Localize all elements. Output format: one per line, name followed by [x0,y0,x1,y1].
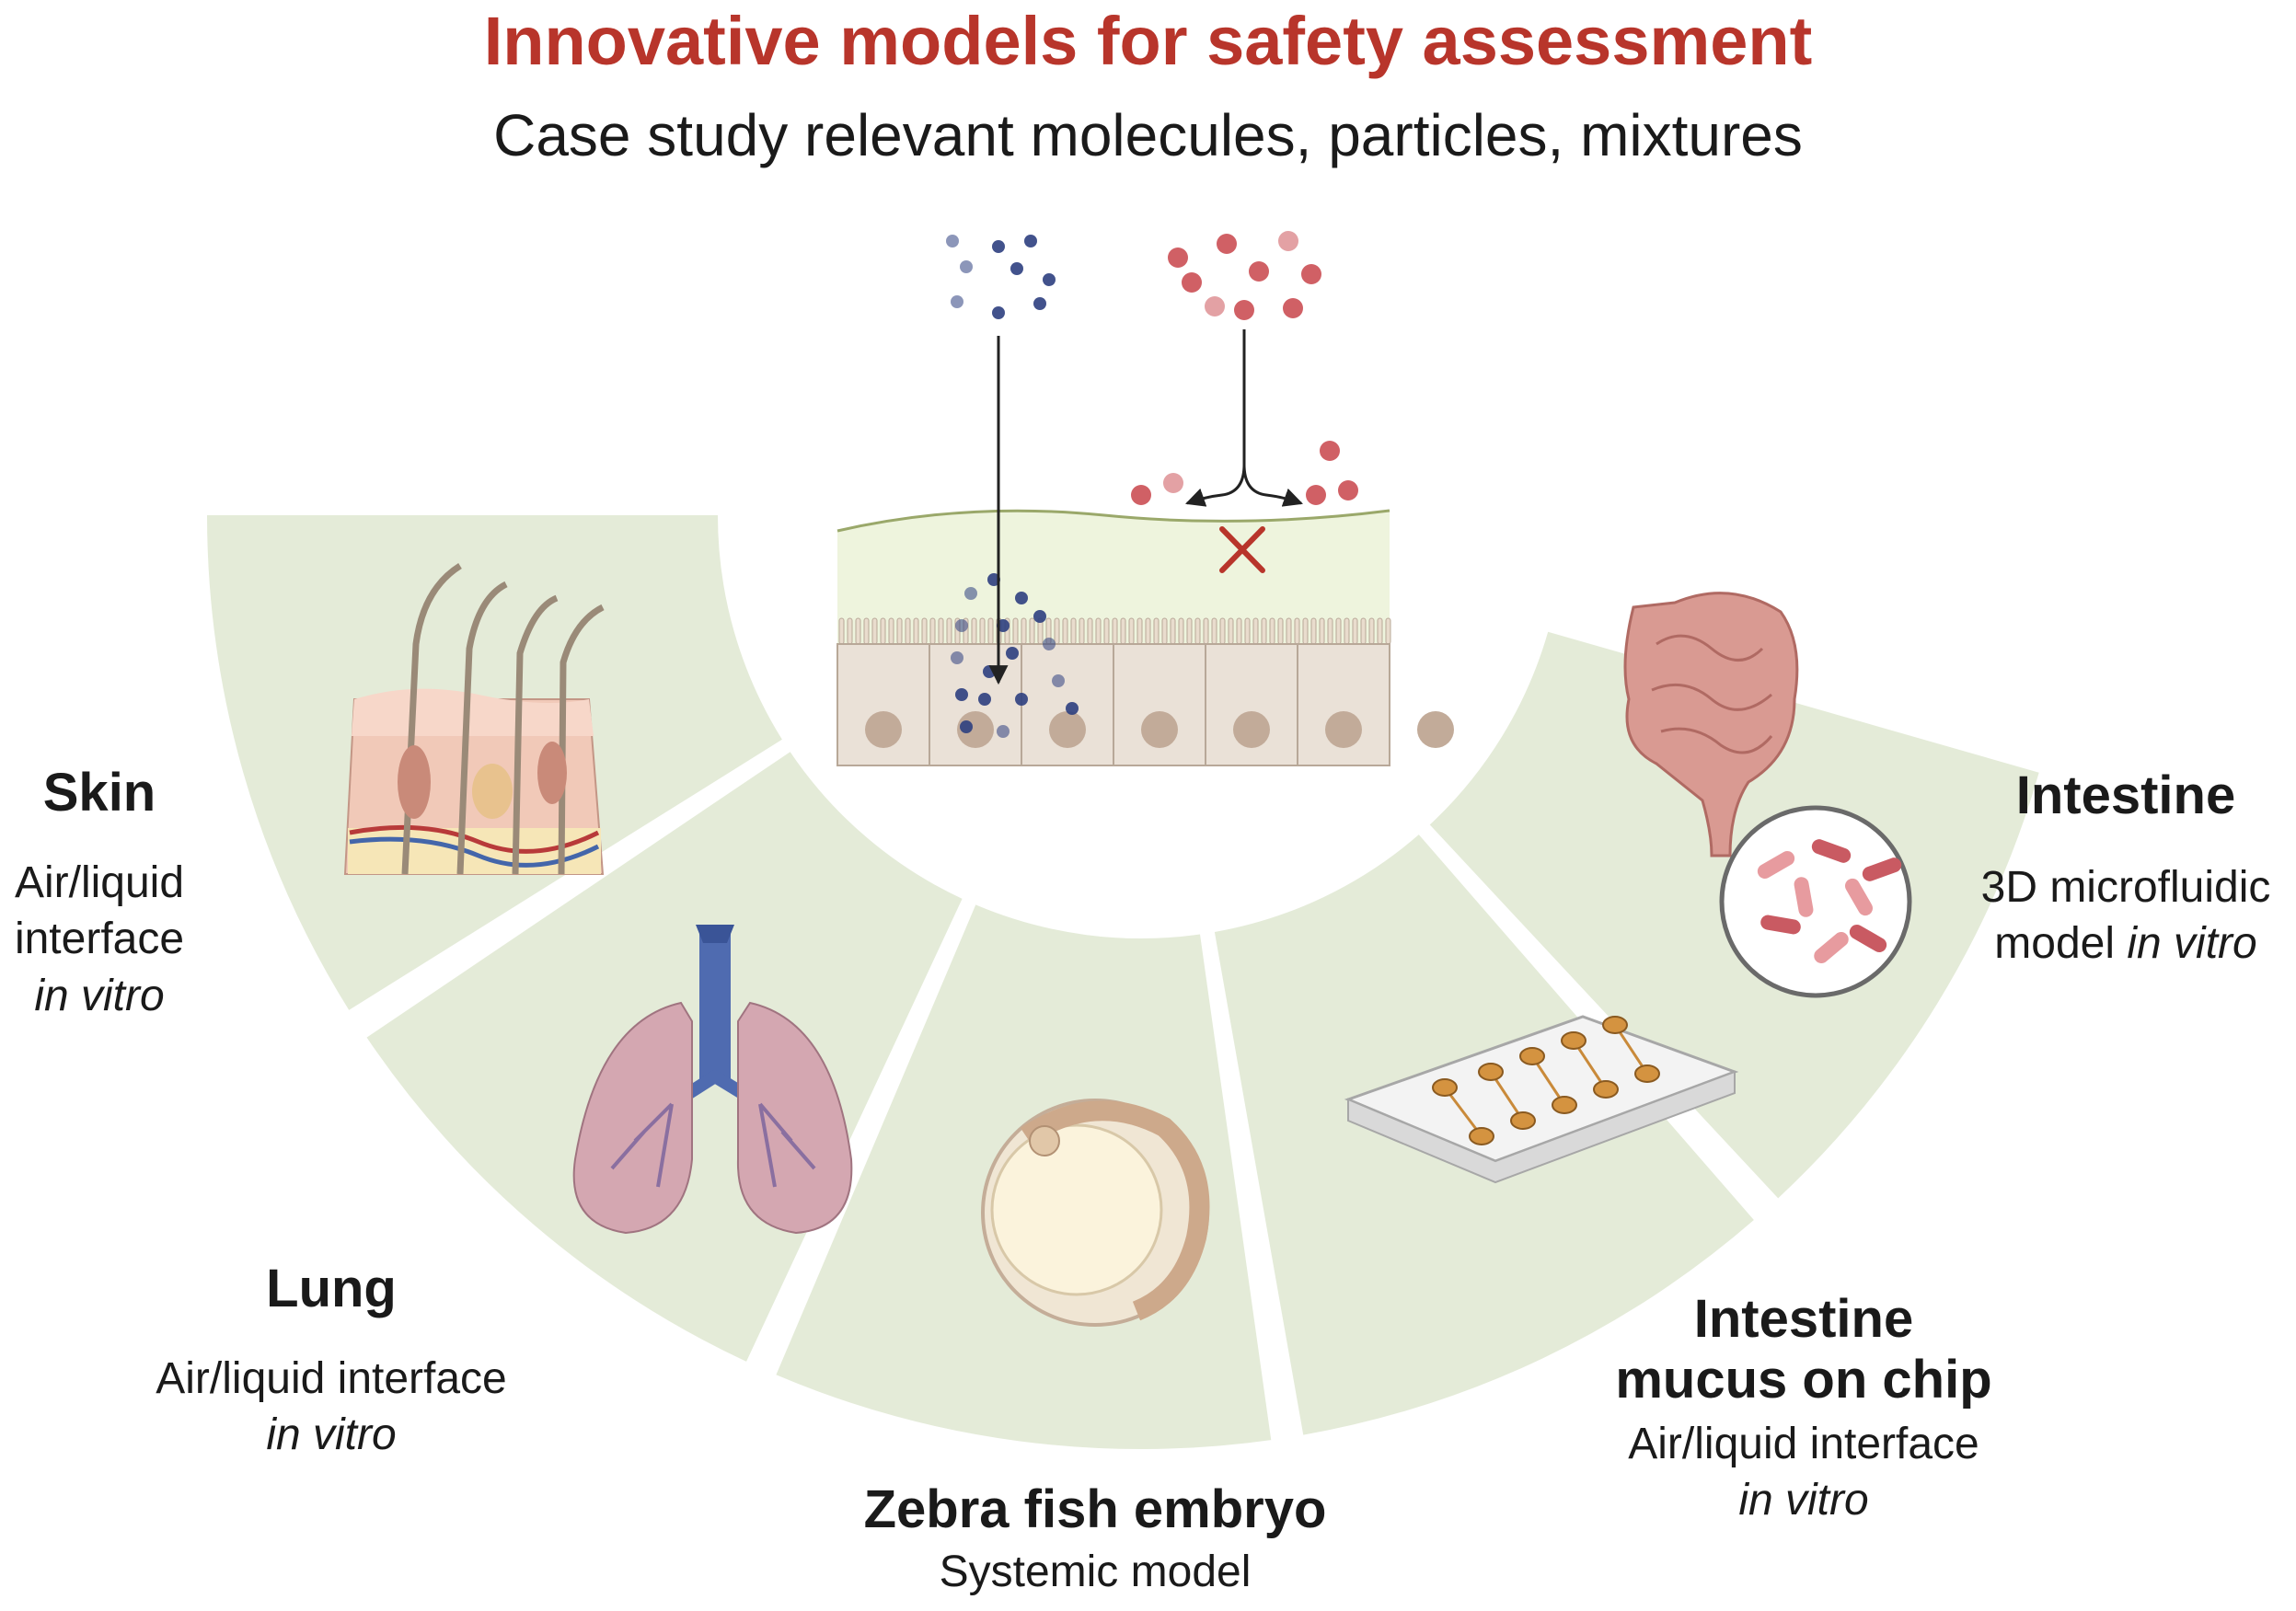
zebrafish-embryo-icon [981,1099,1210,1327]
deflect-arrow-right [1242,464,1303,507]
lung-desc-1: Air/liquid interface [156,1354,507,1403]
microvilli [838,617,1391,645]
skin-cross-section-icon [343,563,605,875]
skin-desc-2: interface [14,915,185,964]
lung-icon [572,925,853,1235]
skin-heading: Skin [42,763,156,823]
title: Innovative models for safety assessment [483,3,1813,79]
deflect-arrow-left [1185,329,1246,507]
intestine-desc-1: 3D microfluidic [1980,863,2271,912]
intestine-heading: Intestine [2015,765,2236,825]
particles-icon [1131,231,1358,505]
bacteria-microscope-icon [1719,805,1912,998]
chip-heading-1: Intestine [1693,1289,1914,1349]
blocked-cross-icon [1219,526,1265,573]
label-intestine: Intestine 3D microfluidic model in vitro [1951,769,2296,972]
intestine-icon [1623,592,1799,857]
chip-wells [1432,1016,1660,1145]
lung-heading: Lung [266,1259,397,1318]
organ-on-chip-icon [1344,1015,1739,1184]
label-lung: Lung Air/liquid interface in vitro [110,1262,552,1464]
skin-desc-1: Air/liquid [14,858,185,907]
chip-desc-2: in vitro [1738,1476,1869,1525]
lung-desc-2: in vitro [266,1410,397,1460]
molecules-icon [946,235,1079,738]
zebrafish-heading: Zebra fish embryo [863,1479,1327,1539]
intestine-desc-2: model [1994,919,2115,969]
label-intestine-chip: Intestine mucus on chip Air/liquid inter… [1564,1293,2043,1529]
label-skin: Skin Air/liquid interface in vitro [0,766,201,1024]
skin-desc-3: in vitro [34,971,165,1020]
chip-heading-2: mucus on chip [1615,1350,1992,1410]
epithelial-barrier-illustration [836,509,1454,766]
subtitle: Case study relevant molecules, particles… [493,102,1803,168]
bacteria [1757,839,1902,963]
chip-desc-1: Air/liquid interface [1628,1420,1979,1468]
label-zebrafish: Zebra fish embryo Systemic model [810,1483,1380,1600]
zebrafish-desc-1: Systemic model [939,1548,1252,1596]
intestine-desc-3: in vitro [2127,919,2257,969]
